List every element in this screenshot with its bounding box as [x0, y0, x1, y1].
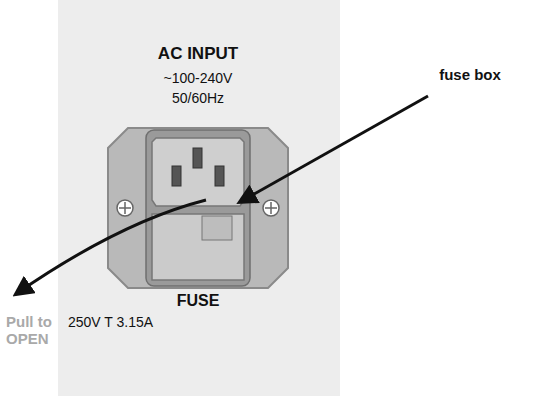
frequency-rating: 50/60Hz: [172, 90, 224, 106]
pull-arrow: [16, 200, 206, 294]
iec-socket: [152, 138, 244, 206]
screw: [263, 200, 279, 216]
panel-heading: AC INPUT: [158, 44, 238, 64]
fuse-heading: FUSE: [177, 292, 220, 310]
pin: [193, 148, 202, 168]
pin: [172, 166, 181, 186]
drawer-tab: [202, 216, 232, 240]
rear-panel: [58, 0, 340, 396]
inlet-flange: [108, 128, 288, 288]
inlet-body: [146, 130, 250, 286]
screw: [117, 200, 133, 216]
voltage-rating: ~100-240V: [164, 70, 233, 86]
fuse-drawer: [152, 214, 244, 280]
screw-slot: [265, 202, 277, 214]
pin: [215, 166, 224, 186]
screw-slot: [119, 202, 131, 214]
fuse-rating: 250V T 3.15A: [68, 314, 153, 330]
leader-arrow: [240, 96, 428, 202]
pull-instruction: Pull to OPEN: [6, 313, 66, 348]
callout-label: fuse box: [439, 66, 501, 83]
